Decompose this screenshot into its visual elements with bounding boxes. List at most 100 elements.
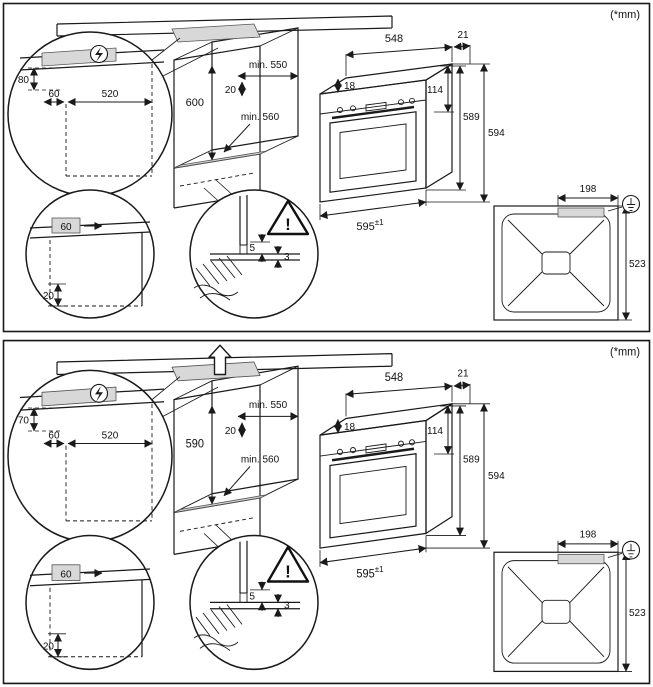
niche-width-label: min. 560 [241, 112, 280, 123]
inset-power-supply: 80 60 520 [7, 31, 173, 197]
oven-depth-label: 548 [385, 33, 403, 45]
corner-spacer [51, 564, 81, 581]
oven [319, 402, 453, 549]
inset-corner-side-label: 60 [60, 222, 72, 233]
panel-tall-cabinet: min. 550 20 590 min. 560 548 21 18 114 [2, 339, 651, 685]
electricity-icon [89, 44, 109, 64]
oven-rear-view [493, 551, 619, 673]
niche-height-label: 600 [186, 97, 204, 109]
units-label: (*mm) [610, 9, 640, 21]
corner-spacer [51, 217, 81, 234]
niche-gap-label: 20 [225, 85, 237, 96]
oven-knob [398, 99, 404, 106]
niche-floor-strip [173, 494, 268, 513]
wood-hatch [193, 604, 243, 651]
oven-knob [350, 105, 356, 112]
oven-display [365, 101, 387, 112]
wood-hatch [193, 255, 243, 301]
up-arrow-icon [208, 344, 232, 376]
terminal-box [557, 207, 605, 218]
oven-dimensions: 548 21 18 114 589 594 595±1 [319, 30, 505, 233]
plinth-gap-b-label: 3 [284, 601, 290, 612]
inset-power-supply: 70 60 520 [7, 369, 173, 543]
ground-icon [621, 540, 641, 560]
oven-width-value: 595 [356, 221, 374, 233]
terminal-width-label: 198 [580, 529, 597, 540]
panel-svg: min. 550 20 600 min. 560 548 21 18 114 [2, 2, 651, 333]
niche-floor-strip [173, 150, 268, 169]
oven-width-tolerance: ±1 [375, 565, 384, 574]
inset-top-offset-label: 60 [48, 89, 60, 100]
oven-window [339, 465, 407, 525]
oven-rear-gap-label: 21 [457, 30, 469, 41]
terminal-box [557, 553, 605, 565]
plinth-gap-a-label: 5 [249, 243, 255, 254]
oven-panel-height-label: 114 [427, 426, 443, 437]
oven-door [329, 111, 417, 193]
units-label: (*mm) [610, 347, 640, 359]
oven-handle [331, 105, 415, 120]
inset-corner-detail: 60 20 [25, 534, 155, 671]
oven-width-value: 595 [356, 568, 374, 580]
panel-under-worktop: min. 550 20 600 min. 560 548 21 18 114 [2, 2, 651, 333]
oven-knob [398, 440, 404, 447]
rear-dimensions: 198 523 [557, 184, 646, 321]
warning-triangle-icon: ! [266, 545, 310, 583]
oven-width-tolerance: ±1 [375, 218, 384, 227]
inset-top-depth-label: 520 [102, 430, 119, 441]
plinth-gap-b-label: 3 [284, 252, 290, 263]
callout-leaders [151, 376, 237, 553]
inset-corner-detail: 60 20 [25, 189, 155, 319]
oven-width-label: 595±1 [356, 218, 384, 233]
niche-height-label: 590 [186, 439, 204, 451]
inset-plinth-detail: 5 3 ! [189, 534, 319, 671]
niche-depth-label: min. 550 [249, 400, 288, 411]
niche-gap-label: 20 [225, 426, 236, 437]
worktop-cutout [171, 23, 261, 43]
ground-icon [621, 194, 641, 214]
niche-dimensions: min. 550 20 590 min. 560 [186, 400, 299, 505]
callout-leaders [151, 37, 237, 207]
oven-window [339, 123, 407, 180]
oven-top-trim-label: 18 [344, 422, 355, 433]
oven-panel-height-label: 114 [427, 85, 443, 96]
inset-top-height-label: 70 [18, 415, 29, 426]
rear-dimensions: 198 523 [557, 529, 646, 672]
terminal-width-label: 198 [580, 184, 597, 195]
plinth-gap-a-label: 5 [249, 591, 255, 602]
oven-height-b-label: 594 [488, 471, 505, 482]
oven-rear-gap-label: 21 [457, 368, 468, 379]
oven-height-a-label: 589 [463, 454, 480, 465]
inset-top-depth-label: 520 [102, 89, 119, 100]
oven-depth-label: 548 [385, 372, 403, 384]
worktop [56, 15, 393, 43]
oven-knob [409, 439, 415, 446]
oven-top-trim-label: 18 [344, 81, 356, 92]
niche-depth-label: min. 550 [249, 60, 288, 71]
oven-rear-view [493, 205, 619, 321]
inset-corner-gap-label: 20 [43, 641, 54, 652]
oven-door [329, 453, 417, 539]
inset-corner-gap-label: 20 [43, 291, 55, 302]
panel-svg: min. 550 20 590 min. 560 548 21 18 114 [2, 339, 651, 685]
oven-knob [350, 447, 356, 454]
oven-width-label: 595±1 [356, 565, 384, 580]
warning-mark: ! [285, 561, 291, 581]
oven-dimensions: 548 21 18 114 589 594 595±1 [319, 368, 505, 580]
niche-width-label: min. 560 [241, 454, 280, 465]
warning-mark: ! [285, 215, 291, 234]
inset-top-height-label: 80 [18, 75, 30, 86]
oven-knob [337, 107, 343, 113]
inset-corner-side-label: 60 [60, 569, 71, 580]
rear-height-label: 523 [629, 259, 646, 270]
oven-display [365, 443, 387, 454]
oven-handle [331, 447, 415, 462]
warning-triangle-icon: ! [266, 199, 310, 236]
inset-plinth-detail: 5 3 ! [189, 189, 319, 319]
electricity-icon [89, 383, 109, 403]
oven-height-b-label: 594 [488, 128, 505, 139]
rear-height-label: 523 [629, 608, 646, 619]
oven-height-a-label: 589 [463, 112, 480, 123]
